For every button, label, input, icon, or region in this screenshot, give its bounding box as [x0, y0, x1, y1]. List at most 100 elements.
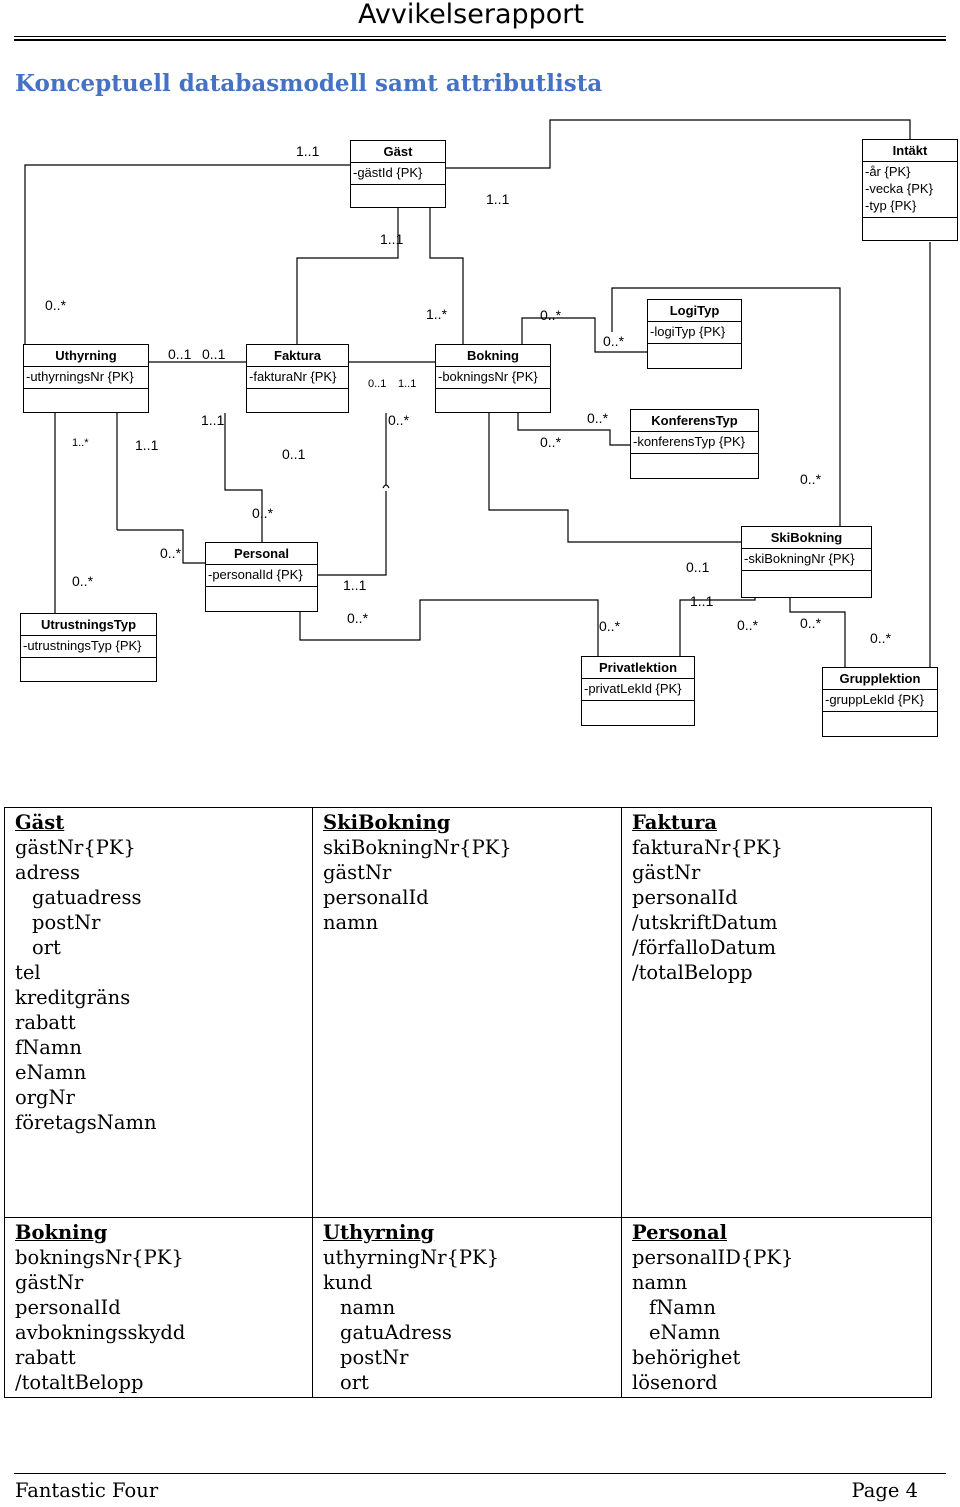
entity-name: UtrustningsTyp — [21, 614, 156, 636]
attr-line: ort — [32, 936, 61, 959]
multiplicity-label: 0..1 — [282, 446, 306, 462]
attr-entity-title: Faktura — [632, 811, 718, 834]
entity-name: LogiTyp — [648, 300, 741, 322]
multiplicity-label: 0..* — [737, 617, 759, 633]
attr-line: bokningsNr{PK} — [15, 1246, 184, 1269]
multiplicity-label: 0..* — [252, 505, 274, 521]
attr-line: fNamn — [649, 1296, 716, 1319]
multiplicity-label: 0..* — [800, 471, 822, 487]
footer-left: Fantastic Four — [15, 1479, 159, 1502]
multiplicity-label: 1..1 — [690, 593, 714, 609]
multiplicity-label: 1..1 — [486, 191, 510, 207]
attr-line: gästNr — [323, 861, 392, 884]
line-gast-intakt — [446, 119, 911, 169]
line-faktura-personal — [224, 413, 263, 542]
entity-grupplektion: Grupplektion -gruppLekId {PK} — [822, 667, 938, 737]
attr-line: gästNr — [632, 861, 701, 884]
attr-line: personalID{PK} — [632, 1246, 794, 1269]
line-uthyrning-personal — [117, 529, 206, 564]
attr-line: gästNr{PK} — [15, 836, 136, 859]
entity-attr: -bokningsNr {PK} — [438, 369, 538, 384]
attr-line: postNr — [340, 1346, 409, 1369]
attr-line: /utskriftDatum — [632, 911, 778, 934]
entity-attr: -logiTyp {PK} — [650, 324, 726, 339]
line-gast-faktura — [296, 208, 399, 345]
attr-line: namn — [632, 1271, 688, 1294]
entity-utrustningstyp: UtrustningsTyp -utrustningsTyp {PK} — [20, 613, 157, 682]
diagram-connectors — [24, 119, 931, 668]
attr-line: fNamn — [15, 1036, 82, 1059]
attr-line: företagsNamn — [15, 1111, 157, 1134]
entity-name: Gäst — [351, 141, 445, 163]
multiplicity-label: 0..1 — [686, 559, 710, 575]
multiplicity-label: 1..1 — [135, 437, 159, 453]
attr-line: kreditgräns — [15, 986, 131, 1009]
attr-line: tel — [15, 961, 41, 984]
line-personal-privatlektion — [299, 597, 599, 656]
multiplicity-label: 0..1 — [202, 346, 226, 362]
document-header-title: Avvikelserapport — [358, 0, 584, 30]
attr-entity-title: SkiBokning — [323, 811, 451, 834]
attr-line: rabatt — [15, 1011, 76, 1034]
entity-attr: -konferensTyp {PK} — [633, 434, 746, 449]
attr-line: /totalBelopp — [632, 961, 753, 984]
attr-line: rabatt — [15, 1346, 76, 1369]
multiplicity-label: 0..* — [587, 410, 609, 426]
attr-line: eNamn — [15, 1061, 87, 1084]
entity-name: Uthyrning — [24, 345, 148, 367]
entity-konferenstyp: KonferensTyp -konferensTyp {PK} — [630, 409, 759, 479]
attr-entity-title: Bokning — [15, 1221, 108, 1244]
attr-line: personalId — [632, 886, 738, 909]
multiplicity-label: 0..* — [72, 573, 94, 589]
footer-page-number: Page 4 — [851, 1479, 919, 1502]
attr-line: personalId — [323, 886, 429, 909]
multiplicity-label: 0..* — [800, 615, 822, 631]
multiplicity-label: 1..1 — [343, 577, 367, 593]
multiplicity-label: 0..* — [388, 412, 410, 428]
attr-line: gästNr — [15, 1271, 84, 1294]
footer-rule — [14, 1473, 946, 1474]
multiplicity-label: 0..* — [603, 333, 625, 349]
entity-attr: -år {PK} — [865, 164, 911, 179]
entity-attr: -typ {PK} — [865, 198, 917, 213]
line-bokning-skibokning — [611, 287, 841, 598]
attr-line: /förfalloDatum — [632, 936, 777, 959]
entity-gast: Gäst -gästId {PK} — [350, 140, 446, 208]
entity-name: Personal — [206, 543, 317, 565]
entity-skibokning: SkiBokning -skiBokningNr {PK} — [741, 526, 872, 598]
attr-entity-title: Gäst — [15, 811, 65, 834]
attr-line: uthyrningNr{PK} — [323, 1246, 500, 1269]
header-rule-thin — [14, 36, 946, 37]
attr-line: namn — [323, 911, 379, 934]
entity-faktura: Faktura -fakturaNr {PK} — [246, 344, 349, 413]
line-gast-bokning — [429, 208, 464, 345]
attr-line: orgNr — [15, 1086, 75, 1109]
attr-line: kund — [323, 1271, 373, 1294]
entity-name: Bokning — [436, 345, 550, 367]
attr-line: adress — [15, 861, 80, 884]
attr-line: ort — [340, 1371, 369, 1394]
line-gast-uthyrning — [24, 164, 351, 345]
section-heading: Konceptuell databasmodell samt attributl… — [15, 70, 603, 97]
multiplicity-label: 0..* — [870, 630, 892, 646]
multiplicity-label: 1..1 — [296, 143, 320, 159]
entity-name: SkiBokning — [742, 527, 871, 549]
attr-line: fakturaNr{PK} — [632, 836, 783, 859]
multiplicity-label: 1..1 — [201, 412, 225, 428]
attr-line: gatuAdress — [340, 1321, 452, 1344]
line-bokning-personal-2 — [318, 491, 387, 576]
entity-attr: -privatLekId {PK} — [584, 681, 682, 696]
entity-attr: -fakturaNr {PK} — [249, 369, 337, 384]
entity-attr: -gruppLekId {PK} — [825, 692, 925, 707]
entity-intakt: Intäkt -år {PK} -vecka {PK} -typ {PK} — [862, 139, 958, 241]
entity-uthyrning: Uthyrning -uthyrningsNr {PK} — [23, 344, 149, 413]
